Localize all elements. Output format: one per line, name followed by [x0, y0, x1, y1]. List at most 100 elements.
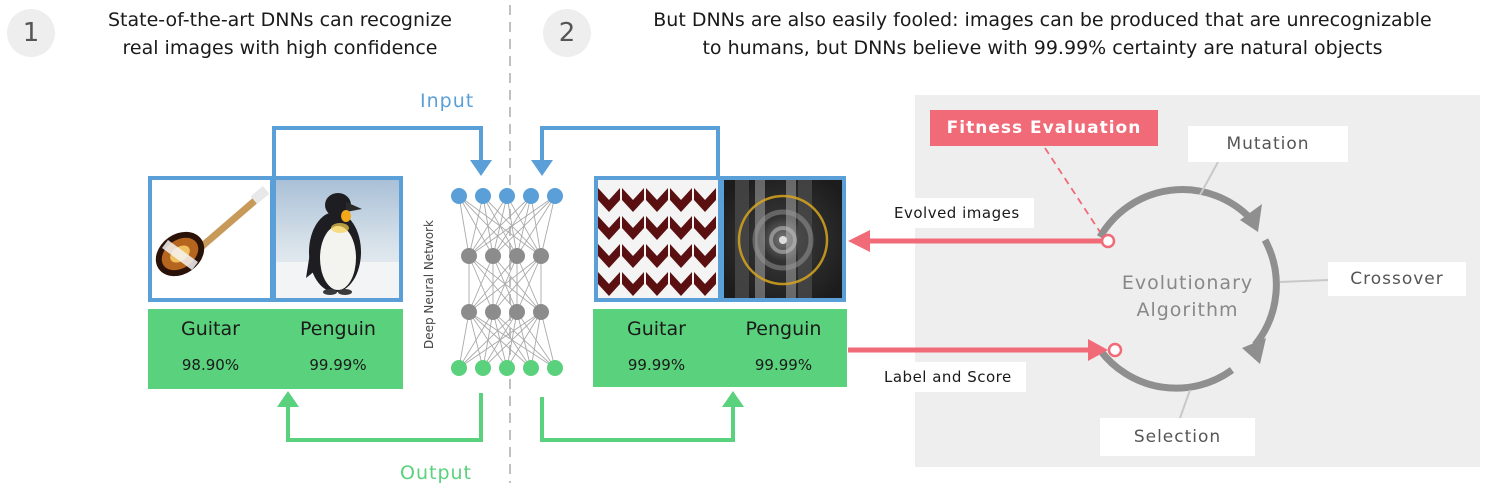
right-label-penguin: Penguin — [745, 318, 822, 340]
network-edge — [468, 255, 542, 313]
network-node — [499, 360, 515, 376]
input-arrow-left — [272, 126, 483, 178]
selection-box: Selection — [1100, 418, 1255, 456]
fooling-pattern-mark — [694, 216, 716, 240]
fooling-pattern-mark — [622, 272, 644, 296]
network-edge — [468, 255, 518, 313]
left-label-penguin: Penguin — [300, 318, 376, 340]
step-1-heading-line-2: real images with high confidence — [122, 37, 438, 59]
network-node — [499, 188, 515, 204]
cycle-arrowhead-top — [1240, 204, 1262, 232]
network-node — [533, 304, 549, 320]
output-arrow-left — [286, 393, 483, 442]
evolved-images-label: Evolved images — [880, 198, 1034, 228]
fooling-pattern-mark — [598, 244, 620, 268]
network-edge — [458, 311, 518, 369]
evolutionary-algorithm-label: Evolutionary Algorithm — [1100, 270, 1275, 324]
step-2-marker: 2 — [543, 9, 591, 57]
network-node — [461, 304, 477, 320]
cycle-arrowhead-right — [1242, 338, 1266, 364]
penguin-frame — [272, 176, 403, 302]
network-node — [509, 248, 525, 264]
step-1-marker: 1 — [7, 9, 55, 57]
left-score-guitar: 98.90% — [181, 356, 240, 374]
fooling-pattern-mark — [622, 188, 644, 212]
fooling-pattern-mark — [646, 188, 668, 212]
fitness-evaluation-box: Fitness Evaluation — [930, 110, 1158, 146]
network-edge — [468, 255, 494, 313]
right-result-box — [593, 309, 847, 387]
fooling-image-penguin — [722, 178, 844, 300]
network-node — [475, 360, 491, 376]
label-score-label: Label and Score — [870, 362, 1026, 392]
step-1-heading-line-1: State-of-the-art DNNs can recognize — [108, 9, 452, 31]
network-edge — [468, 195, 532, 257]
crossover-box: Crossover — [1328, 262, 1466, 296]
step-1-heading: State-of-the-art DNNs can recognize real… — [70, 6, 490, 62]
fooling-pattern-mark — [670, 216, 692, 240]
fooling-pattern-mark — [646, 244, 668, 268]
network-edge — [506, 311, 542, 369]
network-node — [451, 360, 467, 376]
network-edge — [458, 195, 470, 257]
right-label-guitar: Guitar — [627, 318, 686, 340]
fooling-pattern-mark — [646, 216, 668, 240]
right-score-guitar: 99.99% — [627, 356, 686, 374]
network-edge — [458, 311, 494, 369]
network-node — [547, 188, 563, 204]
network-node — [509, 304, 525, 320]
network-edge — [492, 195, 556, 257]
network-edge — [458, 311, 470, 369]
network-node — [533, 248, 549, 264]
network-edge — [516, 255, 542, 313]
network-edge — [540, 195, 556, 257]
ea-label-line-1: Evolutionary — [1121, 272, 1254, 294]
crossover-connector — [1279, 279, 1329, 283]
input-arrow-right — [540, 126, 720, 178]
network-edge — [468, 195, 484, 257]
fooling-pattern-mark — [670, 244, 692, 268]
network-node — [451, 188, 467, 204]
step-2-heading-line-2: to humans, but DNNs believe with 99.99% … — [702, 37, 1383, 59]
network-edge — [516, 195, 556, 257]
network-node — [523, 188, 539, 204]
network-edge — [482, 311, 542, 369]
mutation-box: Mutation — [1188, 126, 1348, 162]
fooling-pattern-mark — [598, 272, 620, 296]
fooling-pattern-mark — [598, 188, 620, 212]
fooling-image-guitar — [596, 178, 720, 300]
ea-label-line-2: Algorithm — [1136, 299, 1239, 321]
network-edge — [468, 195, 556, 257]
output-arrow-right — [540, 397, 735, 442]
fooling-pattern-mark — [694, 244, 716, 268]
fooling-pattern-mark — [670, 188, 692, 212]
fooling-pattern-mark — [622, 216, 644, 240]
network-edge — [468, 195, 508, 257]
left-score-penguin: 99.99% — [309, 356, 367, 374]
output-label: Output — [400, 462, 472, 484]
guitar-photo — [150, 178, 272, 300]
network-node — [523, 360, 539, 376]
fooling-pattern-mark — [670, 272, 692, 296]
network-edge — [492, 255, 542, 313]
fitness-connector — [1044, 147, 1101, 233]
network-node — [475, 188, 491, 204]
network-label: Deep Neural Network — [422, 220, 436, 349]
mutation-connector — [1199, 161, 1219, 196]
step-2-heading-line-1: But DNNs are also easily fooled: images … — [653, 9, 1432, 31]
selection-connector — [1179, 389, 1191, 419]
left-label-guitar: Guitar — [181, 318, 240, 340]
network-node — [485, 304, 501, 320]
right-score-penguin: 99.99% — [754, 356, 813, 374]
penguin-photo — [274, 178, 401, 300]
ea-cycle — [1096, 186, 1280, 392]
input-label: Input — [420, 90, 475, 112]
left-result-box — [148, 309, 403, 389]
step-2-heading: But DNNs are also easily fooled: images … — [600, 6, 1485, 62]
network-edge — [530, 311, 542, 369]
fooling-pattern-mark — [598, 216, 620, 240]
network-node — [485, 248, 501, 264]
network-node — [547, 360, 563, 376]
fooling-pattern-mark — [694, 272, 716, 296]
neural-network-icon — [458, 195, 556, 369]
